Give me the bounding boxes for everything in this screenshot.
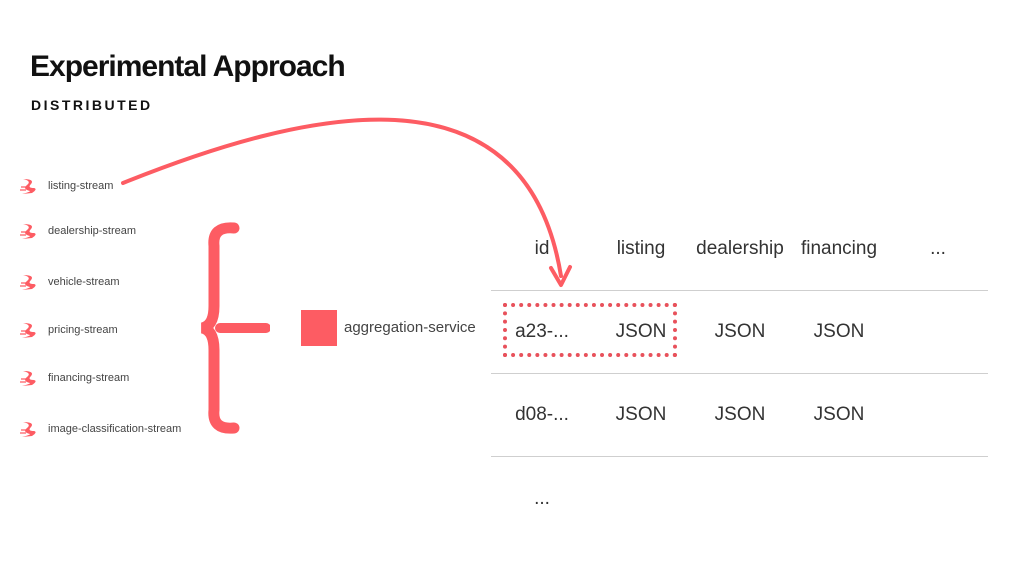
stream-item-vehicle: vehicle-stream [18,270,120,294]
table-header-more: ... [930,238,946,259]
table-divider [491,456,988,457]
stream-icon [20,275,36,290]
stream-label: pricing-stream [48,324,118,336]
highlight-box [503,303,677,357]
table-cell-dealership: JSON [714,321,766,342]
table-divider [491,373,988,374]
table-cell-id: d08-... [515,404,569,425]
stream-icon [20,224,36,239]
stream-label: vehicle-stream [48,276,120,288]
table-cell-dealership: JSON [714,404,766,425]
table-header-id: id [534,238,550,259]
table-header-listing: listing [616,238,666,259]
stream-icon [20,323,36,338]
table-cell-financing: JSON [813,321,865,342]
stream-item-image-classification: image-classification-stream [18,417,181,441]
table-divider [491,290,988,291]
stream-label: financing-stream [48,372,130,384]
stream-label: listing-stream [48,180,114,192]
stream-item-dealership: dealership-stream [18,219,136,243]
stream-item-listing: listing-stream [18,174,113,198]
aggregation-service-icon [301,310,337,346]
table-cell-listing: JSON [615,404,667,425]
stream-icon [20,422,36,437]
table-cell-listing: JSON [615,321,667,342]
stream-label: image-classification-stream [48,423,182,435]
table-header-financing: financing [800,238,878,259]
table-cell-id: a23-... [515,321,569,342]
table-more-rows: ... [534,488,550,509]
aggregation-service-label: aggregation-service [344,319,476,336]
page-title: Experimental Approach [30,50,346,83]
stream-item-pricing: pricing-stream [18,318,118,342]
stream-icon [20,179,36,194]
curly-brace-icon [200,222,270,434]
table-header-dealership: dealership [696,238,784,259]
stream-icon [20,371,36,386]
stream-label: dealership-stream [48,225,137,237]
page-subtitle: DISTRIBUTED [31,97,153,113]
stream-item-financing: financing-stream [18,366,129,390]
table-cell-financing: JSON [813,404,865,425]
